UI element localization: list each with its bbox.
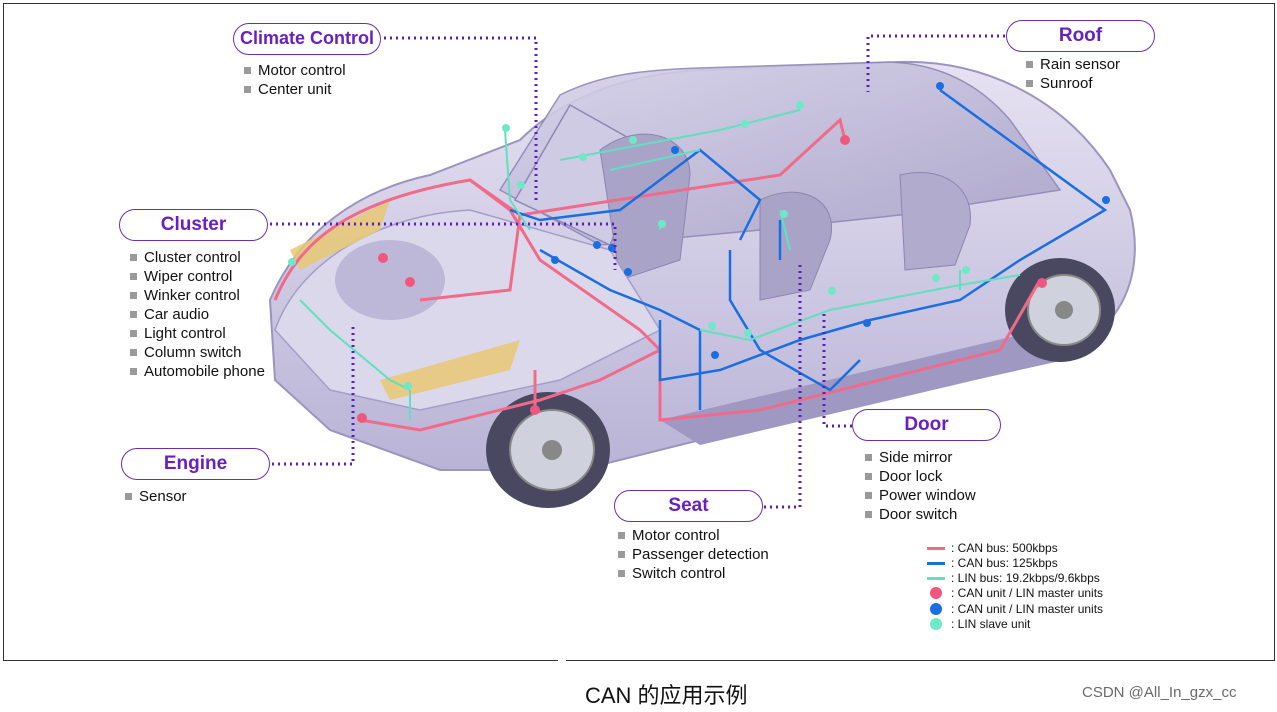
list-item: Switch control — [617, 564, 769, 583]
rear-wheel — [1005, 258, 1115, 362]
lin-bus — [299, 109, 1021, 420]
list-item: Motor control — [617, 526, 769, 545]
legend-item: : CAN bus: 500kbps — [926, 541, 1103, 556]
list-item: Column switch — [129, 343, 265, 362]
list-item: Winker control — [129, 286, 265, 305]
lin-bus-swatch — [927, 577, 945, 580]
lin-slave-dot-icon — [930, 618, 942, 630]
leader-door — [822, 312, 852, 428]
can-unit-blue-dot-icon — [930, 602, 942, 615]
climate-control-items: Motor control Center unit — [243, 61, 346, 99]
seat-rear — [759, 191, 832, 301]
list-item: Side mirror — [864, 448, 976, 467]
roof-items: Rain sensor Sunroof — [1025, 55, 1120, 93]
legend-item: : LIN bus: 19.2kbps/9.6kbps — [926, 571, 1103, 586]
list-item: Sensor — [124, 487, 187, 506]
engine-items: Sensor — [124, 487, 187, 506]
list-item: Door lock — [864, 467, 976, 486]
legend: : CAN bus: 500kbps : CAN bus: 125kbps : … — [926, 541, 1103, 633]
legend-item: : CAN bus: 125kbps — [926, 556, 1103, 571]
seat-items: Motor control Passenger detection Switch… — [617, 526, 769, 583]
legend-item: : CAN unit / LIN master units — [926, 602, 1103, 618]
list-item: Motor control — [243, 61, 346, 80]
headlight-left — [290, 200, 390, 270]
roof-label: Roof — [1006, 20, 1155, 52]
list-item: Car audio — [129, 305, 265, 324]
leader-climate — [384, 36, 538, 200]
headlight-right — [380, 340, 520, 400]
list-item: Wiper control — [129, 267, 265, 286]
list-item: Sunroof — [1025, 74, 1120, 93]
front-wheel — [486, 392, 610, 508]
cluster-items: Cluster control Wiper control Winker con… — [129, 248, 265, 381]
climate-control-label: Climate Control — [233, 23, 381, 55]
list-item: Power window — [864, 486, 976, 505]
list-item: Center unit — [243, 80, 346, 99]
leader-roof — [866, 34, 1005, 92]
door-label: Door — [852, 409, 1001, 441]
lin-slave-nodes — [288, 101, 970, 390]
list-item: Cluster control — [129, 248, 265, 267]
watermark: CSDN @All_In_gzx_cc — [1082, 684, 1237, 701]
door-items: Side mirror Door lock Power window Door … — [864, 448, 976, 524]
list-item: Light control — [129, 324, 265, 343]
cluster-label: Cluster — [119, 209, 268, 241]
can-bus-125-swatch — [927, 562, 945, 565]
list-item: Automobile phone — [129, 362, 265, 381]
legend-item: : LIN slave unit — [926, 617, 1103, 633]
list-item: Passenger detection — [617, 545, 769, 564]
can-bus-500-swatch — [927, 547, 945, 550]
leader-lines — [270, 34, 1005, 509]
leader-cluster — [270, 222, 617, 270]
list-item: Door switch — [864, 505, 976, 524]
leader-seat — [764, 262, 802, 509]
seat-label: Seat — [614, 490, 763, 522]
can-unit-500-nodes — [357, 135, 1047, 423]
legend-item: : CAN unit / LIN master units — [926, 586, 1103, 602]
list-item: Rain sensor — [1025, 55, 1120, 74]
seat-rear-2 — [899, 171, 971, 271]
can-unit-125-nodes — [551, 82, 1110, 359]
figure-caption: CAN 的应用示例 — [585, 683, 748, 708]
can-bus-125 — [509, 88, 1108, 410]
can-unit-red-dot-icon — [930, 587, 942, 599]
engine-label: Engine — [121, 448, 270, 480]
